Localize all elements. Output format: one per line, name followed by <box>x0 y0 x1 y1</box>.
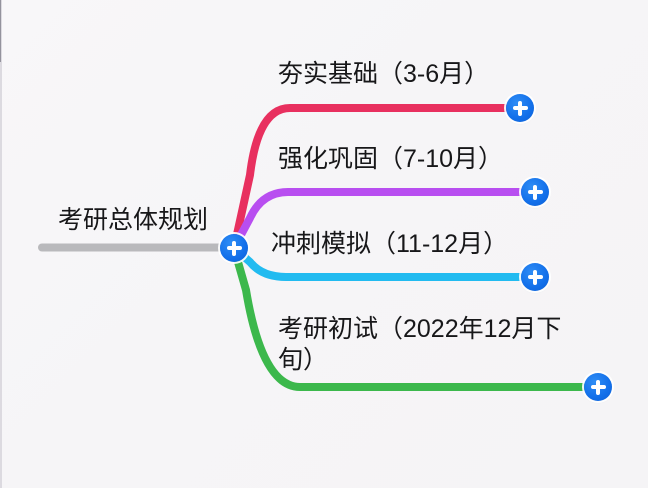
plus-icon-vertical <box>596 379 600 395</box>
branch-line-2 <box>230 188 531 252</box>
root-add-button[interactable] <box>220 234 248 262</box>
branch-line-3 <box>230 244 531 281</box>
plus-icon-vertical <box>533 269 537 285</box>
branch-add-button-3[interactable] <box>521 263 549 291</box>
branch-label-3[interactable]: 冲刺模拟（11-12月） <box>271 230 509 258</box>
branch-add-button-1[interactable] <box>506 94 534 122</box>
branch-add-button-4[interactable] <box>584 373 612 401</box>
branch-label-1[interactable]: 夯实基础（3-6月） <box>278 60 490 88</box>
plus-icon-vertical <box>533 184 537 200</box>
plus-icon-vertical <box>518 100 522 116</box>
branch-line-1 <box>230 104 516 252</box>
plus-icon-vertical <box>232 240 236 256</box>
branch-line-4 <box>230 244 594 391</box>
root-node-title[interactable]: 考研总体规划 <box>58 206 209 234</box>
branch-add-button-2[interactable] <box>521 178 549 206</box>
branch-label-2[interactable]: 强化巩固（7-10月） <box>278 145 504 173</box>
canvas-left-edge <box>0 0 2 488</box>
canvas-left-edge-shadow <box>0 0 1 62</box>
branch-label-4[interactable]: 考研初试（2022年12月下旬） <box>278 315 562 374</box>
